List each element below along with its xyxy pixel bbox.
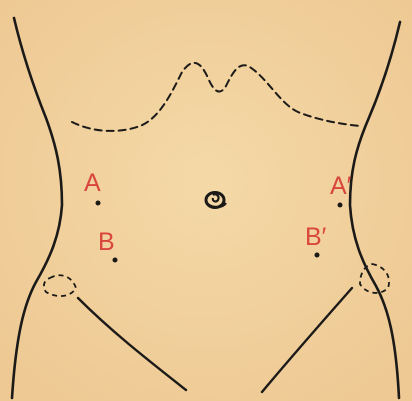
point-b-right-dot: [315, 253, 320, 258]
label-b-right: B′: [305, 223, 327, 251]
point-a-left-dot: [96, 201, 101, 206]
label-b-left: B: [98, 228, 115, 256]
point-a-right-dot: [338, 203, 343, 208]
label-a-left: A: [84, 169, 101, 197]
label-a-right: A′: [330, 172, 352, 200]
point-b-left-dot: [113, 258, 118, 263]
